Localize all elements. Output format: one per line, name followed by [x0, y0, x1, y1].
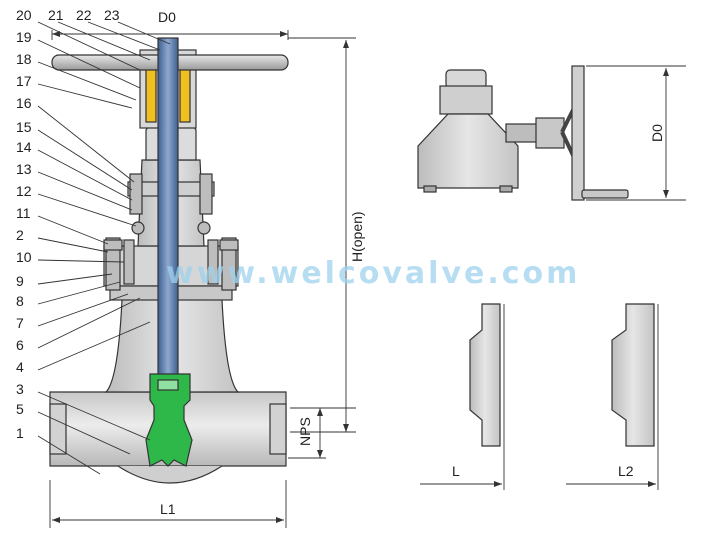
- part-number: 8: [16, 293, 24, 309]
- part-number: 12: [16, 183, 32, 199]
- part-number: 23: [104, 7, 120, 23]
- part-number: 19: [16, 29, 32, 45]
- gear-motor-body: [439, 85, 493, 115]
- gear-coupling: [535, 117, 565, 149]
- main-dimension-lines: [49, 30, 356, 528]
- part-number: 17: [16, 73, 32, 89]
- gear-base-foot-left: [423, 185, 437, 193]
- dimension-nps: NPS: [297, 417, 313, 446]
- part-number: 20: [16, 7, 32, 23]
- part-number: 21: [48, 7, 64, 23]
- dimension-l2: L2: [618, 463, 634, 479]
- dimension-h-open: H(open): [349, 211, 365, 262]
- watermark-text: www.welcovalve.com: [166, 256, 580, 291]
- weld-end-left: [49, 403, 67, 455]
- dimension-d0-top: D0: [158, 9, 176, 25]
- gear-motor-cap: [445, 69, 487, 89]
- gate-valve-section: [49, 37, 289, 484]
- end-profile-l: [469, 303, 501, 447]
- weld-end-right: [269, 403, 287, 455]
- side-dimension-lines: [586, 65, 686, 201]
- arrowheads: [52, 31, 349, 523]
- part-number: 2: [16, 227, 24, 243]
- part-number: 1: [16, 425, 24, 441]
- part-number: 15: [16, 119, 32, 135]
- part-number: 18: [16, 51, 32, 67]
- part-leader-lines: [37, 21, 171, 475]
- gear-housing: [417, 113, 519, 189]
- part-number: 3: [16, 381, 24, 397]
- side-arrowheads: [663, 68, 669, 198]
- dimension-l1: L1: [160, 501, 176, 517]
- part-number: 22: [76, 7, 92, 23]
- part-number: 4: [16, 359, 24, 375]
- gear-shaft: [505, 123, 539, 143]
- body-bottom-bulge: [117, 465, 223, 484]
- end-profile-l2: [611, 303, 655, 447]
- part-number: 11: [16, 205, 31, 221]
- wedge-stem-connector: [157, 379, 179, 391]
- part-number: 7: [16, 315, 24, 331]
- valve-stem: [157, 37, 179, 379]
- gear-operator-view: [417, 65, 629, 201]
- gland-bolts: [129, 173, 213, 235]
- profile-arrowheads: [494, 481, 656, 487]
- dimension-l: L: [452, 463, 460, 479]
- dimension-d0-side: D0: [649, 124, 665, 142]
- profile-dimension-lines: [420, 304, 659, 490]
- part-number: 9: [16, 273, 24, 289]
- part-number: 16: [16, 95, 32, 111]
- part-number: 10: [16, 249, 32, 265]
- part-number: 5: [16, 401, 24, 417]
- gate-wedge: [145, 373, 193, 467]
- part-number: 6: [16, 337, 24, 353]
- part-number: 13: [16, 161, 32, 177]
- gear-handwheel-rim: [571, 65, 585, 201]
- gear-handwheel-handle: [581, 189, 629, 199]
- part-number: 14: [16, 139, 32, 155]
- part-number-labels: 20 21 22 23 19 18 17 16 15 14 13 12 11 2…: [16, 7, 120, 441]
- gear-base-foot-right: [499, 185, 513, 193]
